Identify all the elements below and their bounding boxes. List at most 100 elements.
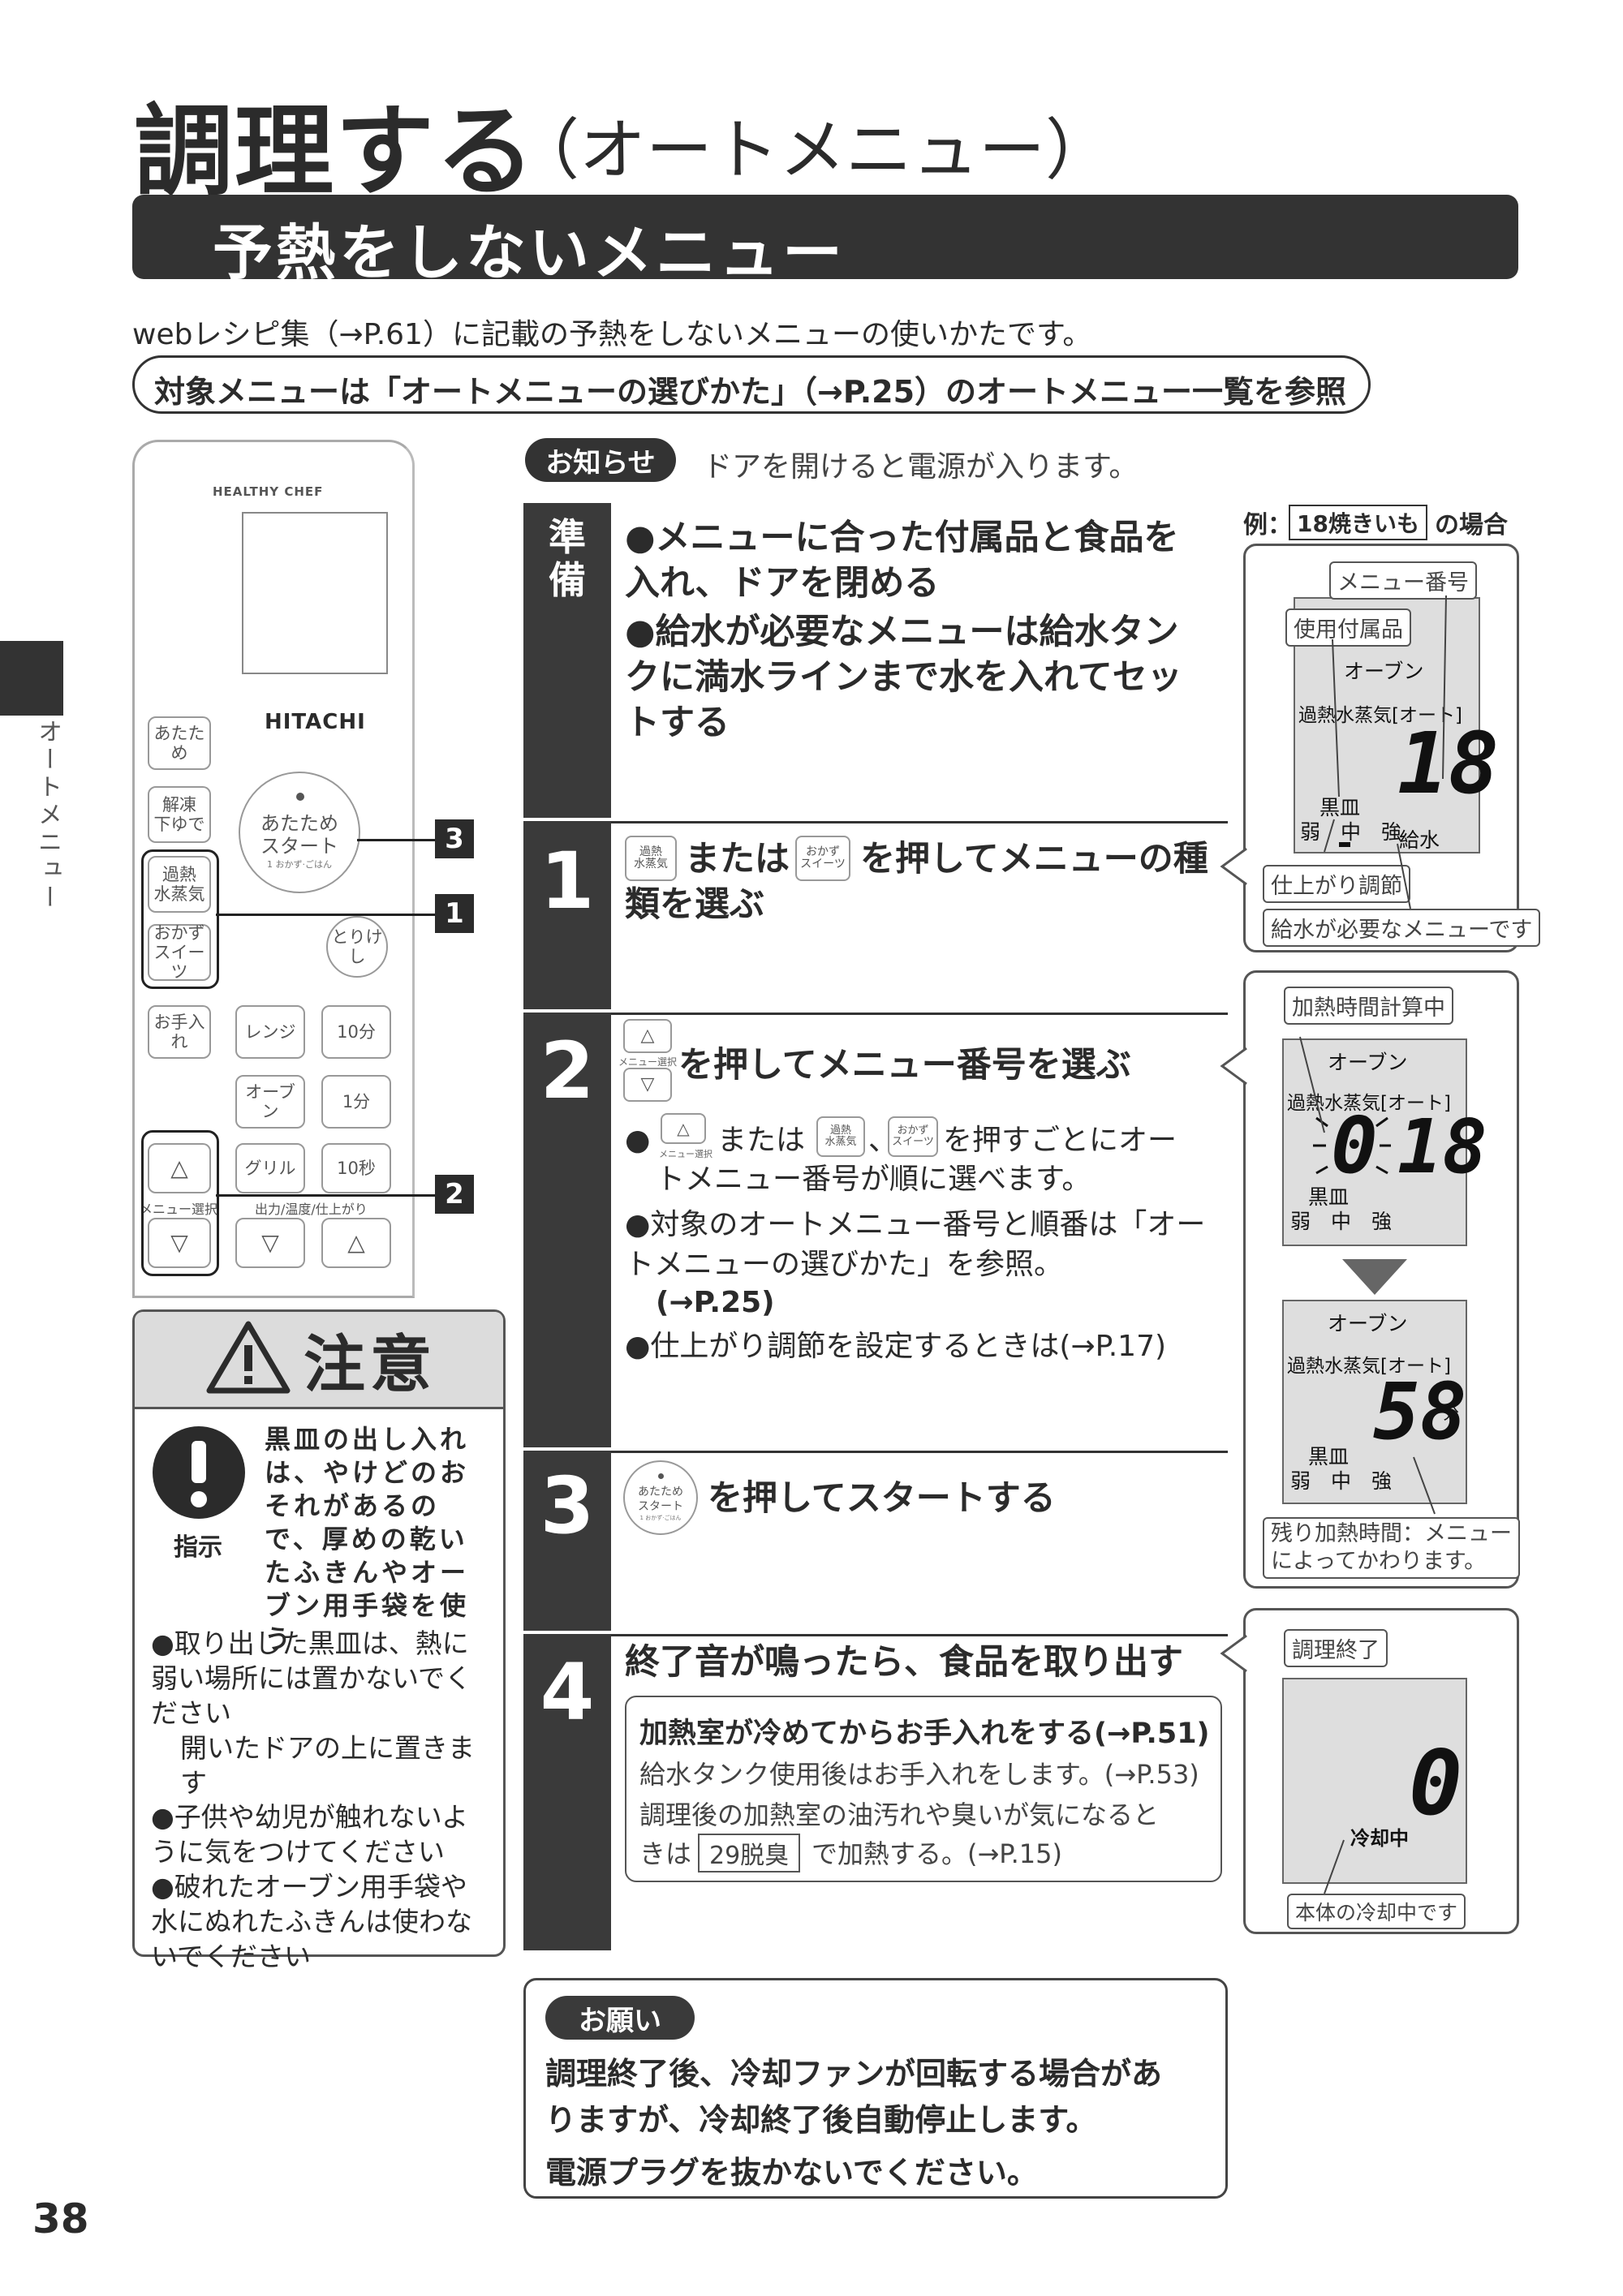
step-2-bullet-2: ●対象のオートメニュー番号と順番は「オートメニューの選びかた」を参照。 bbox=[625, 1208, 1206, 1281]
ten-minute-button[interactable]: 10分 bbox=[321, 1005, 391, 1059]
page-title: 調理する bbox=[134, 94, 536, 209]
callout-accessory: 使用付属品 bbox=[1285, 608, 1411, 647]
grill-button[interactable]: グリル bbox=[235, 1143, 305, 1193]
display-2b-plate: 黒皿 bbox=[1308, 1445, 1350, 1468]
panel-3-pointer bbox=[1220, 1634, 1247, 1673]
instruction-icon bbox=[153, 1426, 245, 1519]
step-prep-bar bbox=[523, 503, 611, 818]
panel-1-pointer bbox=[1220, 847, 1247, 886]
step-3-number: 3 bbox=[540, 1460, 595, 1551]
display-2b-program: 過熱水蒸気[オート] bbox=[1287, 1356, 1451, 1377]
display-2b-digits: 58 bbox=[1373, 1366, 1467, 1457]
example-menu-key: 18焼きいも bbox=[1289, 505, 1427, 540]
caution-list: ●取り出した黒皿は、熱に弱い場所には置かないでください 開いたドアの上に置きます… bbox=[151, 1627, 492, 1975]
range-button[interactable]: レンジ bbox=[235, 1005, 305, 1059]
caution-title: 注意 bbox=[304, 1328, 437, 1400]
display-3-digit: 0 bbox=[1409, 1731, 1463, 1835]
divider bbox=[611, 1634, 1228, 1636]
example-prefix: 例： bbox=[1243, 511, 1292, 540]
instruction-icon-label: 指示 bbox=[174, 1533, 222, 1562]
marker-line-1 bbox=[216, 914, 435, 916]
prep-item-1: ●メニューに合った付属品と食品を入れ、ドアを閉める bbox=[625, 518, 1179, 604]
display-1-water: 給水 bbox=[1399, 828, 1440, 852]
step-1-number: 1 bbox=[540, 836, 595, 927]
step-4-care-title: 加熱室が冷めてからお手入れをする(→P.51) bbox=[639, 1718, 1210, 1750]
callout-cooling-note: 本体の冷却中です bbox=[1287, 1894, 1466, 1929]
step-2-bullet-1a: を押すごとにオー bbox=[943, 1124, 1177, 1157]
caution-box bbox=[132, 1309, 506, 1957]
marker-line-2 bbox=[216, 1194, 435, 1197]
display-1-digits: 18 bbox=[1397, 714, 1500, 813]
step-4-care-box bbox=[625, 1696, 1222, 1882]
cancel-button[interactable]: とりけし bbox=[326, 916, 388, 978]
display-2b-unit: 分 bbox=[1443, 1404, 1459, 1423]
example-suffix: の場合 bbox=[1435, 511, 1508, 540]
display-2b-lcd bbox=[1282, 1300, 1467, 1504]
warm-button[interactable]: あたため bbox=[148, 716, 211, 770]
steam-button[interactable]: 過熱 水蒸気 bbox=[148, 856, 211, 913]
display-1-mode: オーブン bbox=[1344, 660, 1424, 683]
oven-button[interactable]: オーブン bbox=[235, 1075, 305, 1129]
step-2-bullet-3: ●仕上がり調節を設定するときは(→P.17) bbox=[625, 1330, 1167, 1363]
step-3-text: を押してスタートする bbox=[708, 1478, 1056, 1519]
step-2-bullet-2-ref: (→P.25) bbox=[656, 1286, 775, 1319]
care-button[interactable]: お手入れ bbox=[148, 1005, 211, 1059]
display-2b-mode: オーブン bbox=[1328, 1312, 1408, 1335]
scope-note-text: 対象メニューは「オートメニューの選びかた」（→P.25）のオートメニュー一覧を参… bbox=[154, 374, 1347, 410]
callout-remaining-time: 残り加熱時間：メニュー によってかわります。 bbox=[1263, 1517, 1520, 1579]
ten-second-button[interactable]: 10秒 bbox=[321, 1143, 391, 1193]
start-button-dot bbox=[296, 793, 304, 801]
output-up-button[interactable]: △ bbox=[321, 1218, 391, 1268]
callout-calculating: 加熱時間計算中 bbox=[1284, 987, 1453, 1025]
one-minute-button[interactable]: 1分 bbox=[321, 1075, 391, 1129]
panel-display-window bbox=[242, 512, 388, 674]
warning-triangle-icon bbox=[206, 1321, 291, 1394]
display-3-cooling: 冷却中 bbox=[1350, 1827, 1409, 1850]
sweets-button[interactable]: おかず スイーツ bbox=[148, 923, 211, 982]
display-1-program: 過熱水蒸気[オート] bbox=[1298, 705, 1462, 726]
prep-item-2: ●給水が必要なメニューは給水タンクに満水ラインまで水を入れてセットする bbox=[625, 612, 1182, 743]
callout-cooking-done: 調理終了 bbox=[1284, 1629, 1388, 1667]
menu-up-button[interactable]: △ bbox=[148, 1143, 211, 1193]
output-label: 出力/温度/仕上がり bbox=[255, 1202, 368, 1217]
page-number: 38 bbox=[32, 2195, 89, 2242]
notice-label: お知らせ bbox=[525, 438, 676, 482]
start-button[interactable]: あたため スタート 1 おかず·ごはん bbox=[239, 772, 360, 893]
step-4-bar bbox=[523, 1634, 611, 1950]
step-4-care-line-1: 給水タンク使用後はお手入れをします。(→P.53) bbox=[639, 1759, 1199, 1790]
callout-menu-number: メニュー番号 bbox=[1329, 561, 1477, 600]
output-down-button[interactable]: ▽ bbox=[235, 1218, 305, 1268]
panel-2-leader-lines bbox=[1299, 1036, 1436, 1515]
start-button-label-1: あたため bbox=[260, 812, 338, 835]
caution-item: 開いたドアの上に置きます bbox=[180, 1731, 475, 1799]
display-2a-blinking-digit: 0 bbox=[1331, 1100, 1378, 1191]
display-1-plate: 黒皿 bbox=[1319, 796, 1361, 819]
intro-text: webレシピ集（→P.61）に記載の予熱をしないメニューの使いかたです。 bbox=[132, 318, 1092, 351]
marker-2: 2 bbox=[435, 1175, 474, 1214]
step-2-number: 2 bbox=[540, 1025, 595, 1116]
request-text: 調理終了後、冷却ファンが回転する場合があ りますが、冷却終了後自動停止します。 … bbox=[545, 2056, 1163, 2191]
divider bbox=[611, 821, 1228, 823]
step-3-bar bbox=[523, 1451, 611, 1631]
display-2a-mode: オーブン bbox=[1328, 1051, 1408, 1074]
display-2b-levels: 弱 中 強 bbox=[1290, 1469, 1393, 1493]
caution-main-text: 黒皿の出し入れは、やけどのおそれがあるので、厚めの乾いたふきんやオーブン用手袋を… bbox=[265, 1424, 470, 1654]
menu-down-button[interactable]: ▽ bbox=[148, 1218, 211, 1268]
step-4-number: 4 bbox=[540, 1647, 595, 1738]
scope-note-box bbox=[132, 355, 1371, 414]
section-banner bbox=[132, 195, 1518, 279]
step-2-steam-key: 過熱 水蒸気 bbox=[816, 1116, 865, 1157]
step-2-menu-select-key: △ メニュー選択 ▽ bbox=[618, 1019, 677, 1103]
step-2-bullet-1b: トメニュー番号が順に選べます。 bbox=[656, 1163, 1091, 1196]
start-button-sub: 1 おかず·ごはん bbox=[267, 859, 332, 870]
panel-2-pointer bbox=[1220, 1047, 1247, 1086]
display-2a-plate: 黒皿 bbox=[1308, 1185, 1350, 1209]
step-1-text: を押してメニューの種類を選ぶ bbox=[625, 839, 1208, 925]
display-2a-digits: 18 bbox=[1397, 1103, 1487, 1190]
step-2-or: または bbox=[717, 1124, 806, 1157]
thaw-button[interactable]: 解凍 下ゆで bbox=[148, 786, 211, 843]
menu-type-highlight bbox=[141, 849, 219, 989]
caution-item: ●取り出した黒皿は、熱に弱い場所には置かないでください bbox=[151, 1627, 472, 1729]
callout-water-needed: 給水が必要なメニューです bbox=[1263, 909, 1541, 947]
display-3-lcd bbox=[1282, 1678, 1467, 1884]
